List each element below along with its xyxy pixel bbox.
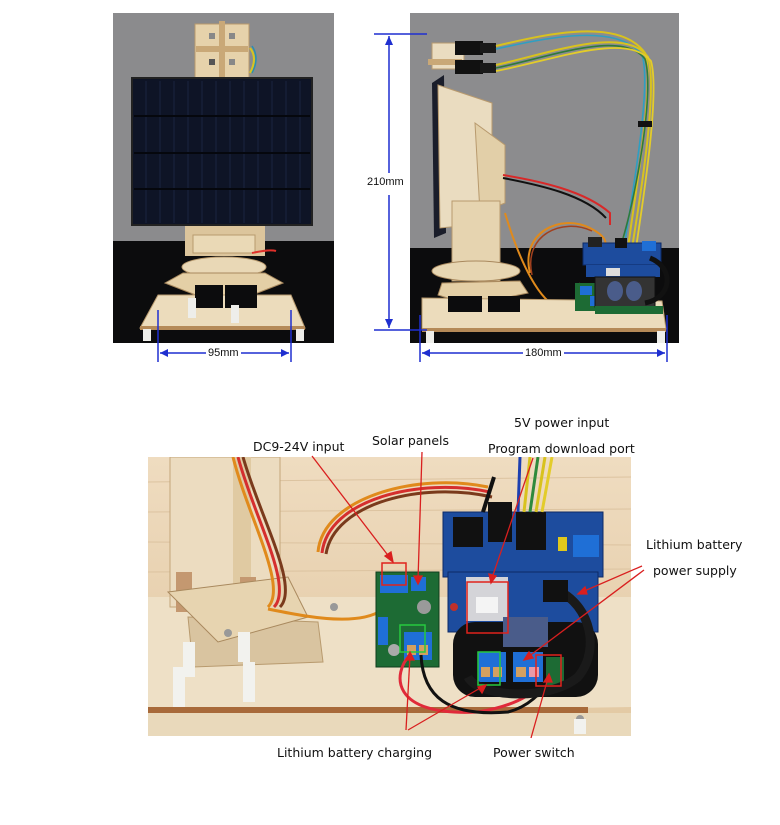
closeup-photo [148,457,631,736]
callout-lithium-charging: Lithium battery charging [277,745,433,760]
height-label: 210mm [365,176,406,188]
dc-input-arrow [311,455,391,559]
front-view-illustration [113,13,334,343]
front-view-photo [113,13,334,343]
power-switch-arrow [530,677,549,739]
width-label: 95mm [206,347,241,359]
side-view-illustration [410,13,679,343]
lithium-supply-arrow-2 [527,569,645,658]
charging-arrow-2 [407,686,483,731]
power-switch-highlight-box [535,654,562,687]
usb-port-highlight-box [466,581,509,634]
side-view-photo [410,13,679,343]
dc-input-highlight-box [381,562,407,586]
closeup-illustration [148,457,631,736]
callout-5v-power-input: 5V power input [514,415,610,430]
callout-solar-panels: Solar panels [372,433,450,448]
battery-terminal-highlight-box [477,651,501,686]
charging-arrow-1 [405,655,411,731]
program-port-arrow [491,457,534,579]
solar-panels-arrow [417,451,423,581]
depth-label: 180mm [523,347,564,359]
charging-terminal-highlight-box [399,624,426,653]
callout-lithium-supply-line1: Lithium battery [646,537,743,552]
callout-lithium-supply-line2: power supply [653,563,737,578]
callout-power-switch: Power switch [493,745,575,760]
callout-program-download-port: Program download port [488,441,635,456]
height-dimension-line [374,33,427,331]
annotation-overlay [311,451,645,739]
callout-dc-input: DC9-24V input [253,439,345,454]
lithium-supply-arrow-1 [581,565,643,593]
